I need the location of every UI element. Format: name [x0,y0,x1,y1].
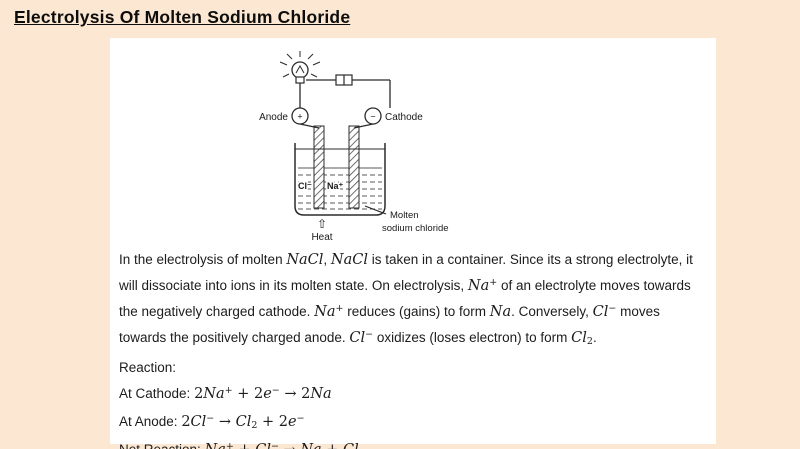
cathode-terminal: − [364,107,382,125]
net-reaction-prefix: Net Reaction: [119,442,205,449]
chloride-ion-label: Cl⁻ [298,181,312,191]
anode-label: Anode [259,112,288,123]
cathode-label: Cathode [385,112,423,123]
net-reaction: Net Reaction: Na+ + Cl− → Na + Cl [119,436,706,449]
right-electrode [348,125,360,209]
molten-label-line1: Molten [390,210,419,221]
heat-label: Heat [311,232,332,243]
electrolysis-diagram-svg: + − Anode Cathode Cl⁻ Na⁺ ⇧ Heat Molten … [259,51,449,243]
molten-liquid [298,167,382,210]
anode-reaction-formula: 2Cl− → Cl2 + 2e− [181,412,305,432]
left-electrode [313,125,325,209]
anode-terminal: + [291,107,309,125]
net-reaction-formula: Na+ + Cl− → Na + Cl [205,440,359,449]
molten-label-line2: sodium chloride [382,223,449,234]
cathode-reaction-prefix: At Cathode: [119,386,195,401]
page-title: Electrolysis Of Molten Sodium Chloride [14,7,351,27]
electrolysis-diagram: + − Anode Cathode Cl⁻ Na⁺ ⇧ Heat Molten … [222,48,522,243]
beaker [294,143,386,216]
content-card: + − Anode Cathode Cl⁻ Na⁺ ⇧ Heat Molten … [110,38,716,449]
cathode-sign: − [370,112,375,122]
sodium-ion-label: Na⁺ [327,181,344,191]
cathode-reaction: At Cathode: 2Na+ + 2e− → 2Na [119,380,706,408]
description-paragraph: In the electrolysis of molten NaCl, NaCl… [119,252,693,348]
light-bulb-icon [279,51,321,84]
reaction-heading: Reaction: [119,360,177,375]
heat-arrow-icon: ⇧ [317,217,327,231]
cathode-reaction-formula: 2Na+ + 2e− → 2Na [194,384,332,402]
anode-reaction-prefix: At Anode: [119,414,182,429]
switch-icon [335,74,353,86]
lesson-text: In the electrolysis of molten NaCl, NaCl… [110,243,716,449]
molten-pointer-line [364,205,387,215]
anode-sign: + [297,112,302,122]
anode-reaction: At Anode: 2Cl− → Cl2 + 2e− [119,408,706,436]
